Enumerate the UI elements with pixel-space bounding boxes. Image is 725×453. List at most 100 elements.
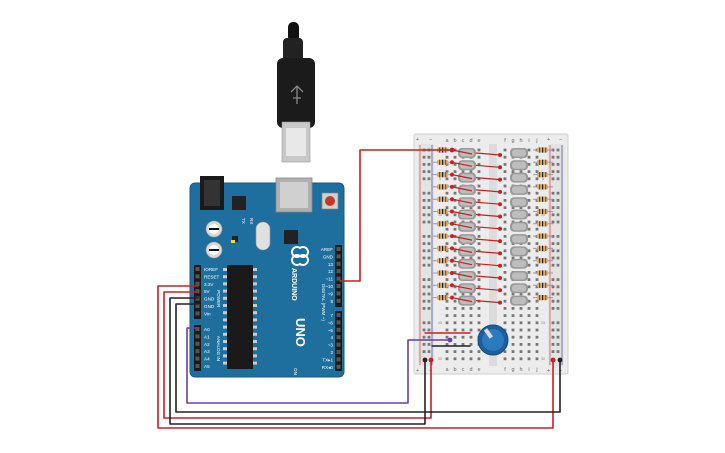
rail-hole[interactable] (556, 321, 560, 325)
breadboard-hole[interactable] (445, 343, 449, 346)
breadboard-hole[interactable] (511, 357, 515, 361)
breadboard-hole[interactable] (453, 220, 457, 224)
breadboard-hole[interactable] (503, 177, 507, 181)
breadboard-hole[interactable] (527, 220, 531, 224)
breadboard-hole[interactable] (469, 343, 473, 346)
breadboard-hole[interactable] (535, 350, 539, 353)
breadboard-hole[interactable] (511, 321, 515, 325)
breadboard-hole[interactable] (461, 314, 465, 317)
breadboard-hole[interactable] (469, 256, 473, 260)
breadboard-hole[interactable] (519, 292, 523, 296)
breadboard-hole[interactable] (535, 263, 539, 267)
rail-hole[interactable] (427, 235, 431, 238)
breadboard-hole[interactable] (535, 328, 539, 332)
rail-hole[interactable] (551, 199, 555, 202)
breadboard-hole[interactable] (535, 177, 539, 181)
header-hole[interactable] (195, 356, 200, 361)
breadboard-hole[interactable] (535, 206, 539, 209)
rail-hole[interactable] (427, 163, 431, 166)
header-hole[interactable] (195, 267, 200, 271)
breadboard-hole[interactable] (511, 292, 515, 296)
breadboard-hole[interactable] (477, 235, 481, 238)
breadboard-hole[interactable] (445, 299, 449, 303)
header-hole[interactable] (336, 247, 341, 251)
breadboard-hole[interactable] (511, 335, 515, 339)
breadboard-hole[interactable] (461, 256, 465, 260)
rail-hole[interactable] (551, 335, 555, 339)
rail-hole[interactable] (422, 263, 426, 267)
rail-hole[interactable] (422, 242, 426, 245)
breadboard-hole[interactable] (527, 343, 531, 346)
rail-hole[interactable] (556, 249, 560, 253)
rail-hole[interactable] (556, 328, 560, 332)
rail-hole[interactable] (427, 220, 431, 224)
breadboard-hole[interactable] (503, 184, 507, 188)
breadboard-hole[interactable] (477, 206, 481, 209)
breadboard-hole[interactable] (503, 357, 507, 361)
breadboard-hole[interactable] (445, 155, 449, 159)
breadboard-hole[interactable] (445, 314, 449, 317)
breadboard-hole[interactable] (453, 227, 457, 231)
breadboard-hole[interactable] (477, 220, 481, 224)
breadboard-hole[interactable] (453, 314, 457, 317)
rail-hole[interactable] (427, 278, 431, 281)
rail-hole[interactable] (556, 170, 560, 173)
breadboard-hole[interactable] (519, 357, 523, 361)
breadboard-hole[interactable] (453, 307, 457, 310)
header-hole[interactable] (336, 357, 341, 362)
rail-hole[interactable] (556, 191, 560, 195)
breadboard-hole[interactable] (503, 328, 507, 332)
breadboard-hole[interactable] (461, 343, 465, 346)
rail-hole[interactable] (422, 170, 426, 173)
header-hole[interactable] (336, 276, 341, 281)
rail-hole[interactable] (422, 206, 426, 209)
rail-hole[interactable] (427, 213, 431, 217)
breadboard-hole[interactable] (535, 213, 539, 217)
breadboard-hole[interactable] (527, 184, 531, 188)
breadboard-hole[interactable] (469, 357, 473, 361)
rail-hole[interactable] (551, 307, 555, 310)
breadboard-hole[interactable] (477, 242, 481, 245)
breadboard-hole[interactable] (453, 292, 457, 296)
breadboard-hole[interactable] (503, 299, 507, 303)
breadboard-hole[interactable] (477, 170, 481, 173)
breadboard-hole[interactable] (453, 271, 457, 274)
breadboard-hole[interactable] (477, 177, 481, 181)
breadboard-hole[interactable] (503, 213, 507, 217)
rail-hole[interactable] (427, 155, 431, 159)
rail-hole[interactable] (556, 199, 560, 202)
header-hole[interactable] (336, 327, 341, 332)
breadboard-hole[interactable] (453, 321, 457, 325)
rail-hole[interactable] (422, 307, 426, 310)
breadboard-hole[interactable] (445, 213, 449, 217)
rail-hole[interactable] (556, 242, 560, 245)
header-hole[interactable] (336, 364, 341, 369)
breadboard-hole[interactable] (445, 191, 449, 195)
header-hole[interactable] (336, 335, 341, 340)
breadboard-hole[interactable] (527, 278, 531, 281)
rail-hole[interactable] (551, 278, 555, 281)
rail-hole[interactable] (556, 235, 560, 238)
breadboard-hole[interactable] (469, 350, 473, 353)
breadboard-hole[interactable] (527, 307, 531, 310)
breadboard-hole[interactable] (461, 170, 465, 173)
breadboard-hole[interactable] (503, 278, 507, 281)
breadboard-hole[interactable] (503, 206, 507, 209)
breadboard-hole[interactable] (469, 206, 473, 209)
breadboard-hole[interactable] (527, 321, 531, 325)
breadboard-hole[interactable] (519, 343, 523, 346)
rail-hole[interactable] (556, 285, 560, 289)
rail-hole[interactable] (427, 321, 431, 325)
breadboard-hole[interactable] (461, 206, 465, 209)
breadboard-hole[interactable] (445, 227, 449, 231)
breadboard-hole[interactable] (527, 235, 531, 238)
breadboard-hole[interactable] (445, 206, 449, 209)
breadboard-hole[interactable] (445, 357, 449, 361)
header-hole[interactable] (336, 261, 341, 266)
breadboard-hole[interactable] (477, 278, 481, 281)
breadboard-hole[interactable] (453, 343, 457, 346)
breadboard-hole[interactable] (511, 307, 515, 310)
breadboard-hole[interactable] (453, 278, 457, 281)
breadboard-hole[interactable] (445, 177, 449, 181)
rail-hole[interactable] (551, 285, 555, 289)
